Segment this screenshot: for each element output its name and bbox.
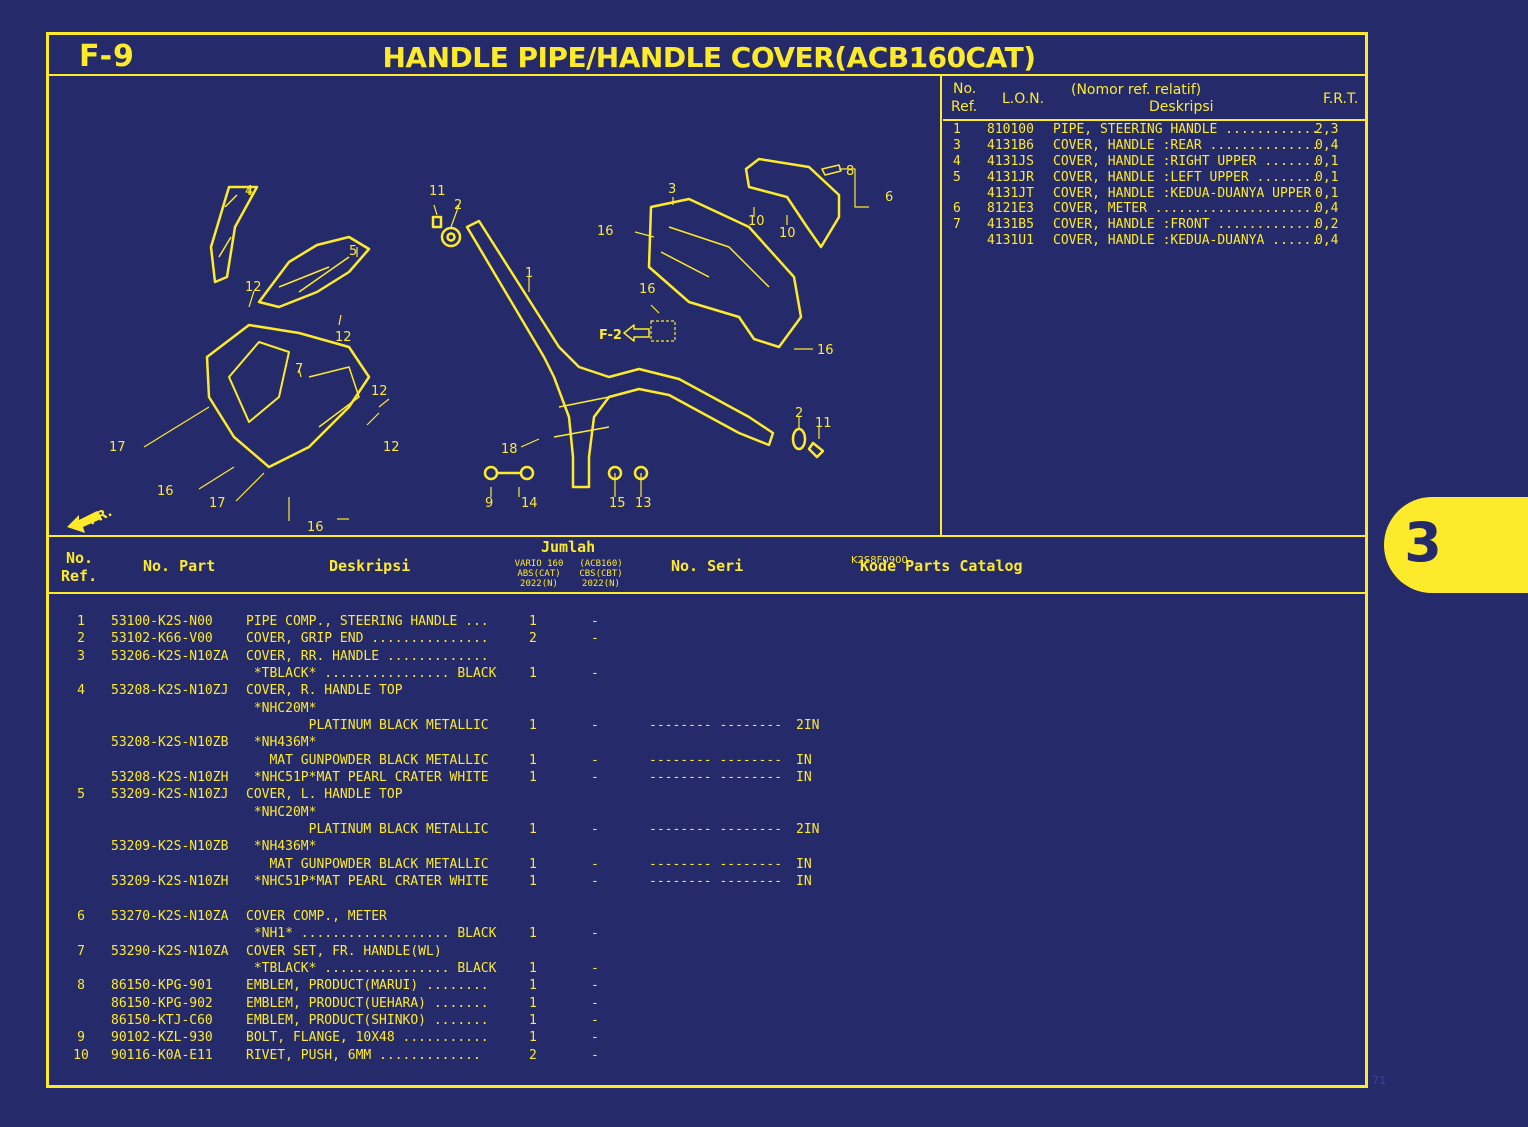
part-1-pipe: [465, 219, 775, 489]
title-divider: [49, 74, 1365, 76]
part-7-shape: [205, 323, 371, 469]
ref-header-frt: F.R.T.: [1323, 91, 1359, 107]
svg-text:14: 14: [521, 496, 538, 511]
svg-text:17: 17: [209, 496, 226, 511]
ref-header-nomor: (Nomor ref. relatif): [1071, 82, 1202, 98]
svg-text:10: 10: [779, 226, 796, 241]
svg-text:12: 12: [383, 440, 400, 455]
svg-text:12: 12: [335, 330, 352, 345]
ref-header-no: No.: [953, 81, 977, 97]
part-4-shape: [209, 185, 259, 284]
part-2-grip-end: [440, 226, 462, 248]
svg-text:FR.: FR.: [86, 505, 114, 529]
list-header-no: No.: [66, 549, 94, 567]
svg-text:16: 16: [157, 484, 174, 499]
svg-text:17: 17: [109, 440, 126, 455]
svg-text:10: 10: [748, 214, 765, 229]
svg-text:11: 11: [815, 416, 832, 431]
svg-text:16: 16: [817, 343, 834, 358]
catalog-page-frame: F-9 HANDLE PIPE/HANDLE COVER(ACB160CAT): [46, 32, 1368, 1088]
ref-header-divider: [943, 119, 1368, 121]
page-title: HANDLE PIPE/HANDLE COVER(ACB160CAT): [382, 41, 1036, 74]
svg-text:5: 5: [349, 244, 357, 259]
diagram-divider: [940, 75, 942, 535]
svg-text:2: 2: [795, 406, 803, 421]
list-header-deskripsi: Deskripsi: [329, 557, 411, 575]
list-header-divider: [49, 592, 1365, 594]
section-tab[interactable]: 3: [1384, 497, 1528, 593]
svg-text:12: 12: [371, 384, 388, 399]
ref-header-deskripsi: Deskripsi: [1149, 99, 1214, 115]
list-header-no-seri: No. Seri: [671, 557, 744, 575]
svg-text:16: 16: [639, 282, 656, 297]
svg-text:12: 12: [245, 280, 262, 295]
part-5-shape: [257, 235, 371, 309]
list-header-kode: Kode Parts Catalog: [860, 557, 1023, 575]
svg-text:16: 16: [597, 224, 614, 239]
exploded-diagram: FR. F-2 4 11 2 3 8 6 5 1 16 10 10 12 12 …: [49, 77, 940, 566]
list-header-col2: (ACB160) CBS(CBT) 2022(N): [579, 559, 623, 589]
svg-text:9: 9: [485, 496, 493, 511]
section-tab-label: 3: [1404, 511, 1442, 574]
svg-text:11: 11: [429, 184, 446, 199]
ref-header-lon: L.O.N.: [1002, 91, 1045, 107]
section-code: F-9: [79, 39, 135, 74]
svg-text:F-2: F-2: [599, 328, 622, 343]
ref-header-ref: Ref.: [951, 99, 978, 115]
fr-arrow: [67, 511, 101, 533]
svg-text:15: 15: [609, 496, 626, 511]
list-header-no-part: No. Part: [143, 557, 216, 575]
svg-text:8: 8: [846, 164, 854, 179]
part-6-shape: [744, 157, 841, 249]
svg-text:16: 16: [307, 520, 324, 535]
page-number: 71: [1372, 1074, 1386, 1087]
reference-table: No. Ref. L.O.N. (Nomor ref. relatif) Des…: [943, 77, 1368, 535]
svg-text:13: 13: [635, 496, 652, 511]
list-header-jumlah: Jumlah: [541, 538, 596, 556]
diagram-code: K2S8F0900: [851, 555, 908, 566]
part-3-shape: [647, 197, 803, 349]
list-header-col1: VARIO 160 ABS(CAT) 2022(N): [514, 559, 564, 589]
svg-text:2: 2: [454, 198, 462, 213]
svg-text:6: 6: [885, 190, 893, 205]
svg-text:3: 3: [668, 182, 676, 197]
svg-text:4: 4: [245, 184, 253, 199]
diagram-bottom-divider: [49, 535, 1365, 537]
svg-text:1: 1: [525, 266, 533, 281]
svg-text:18: 18: [501, 442, 518, 457]
svg-text:7: 7: [295, 362, 303, 377]
list-header-ref: Ref.: [61, 567, 98, 585]
